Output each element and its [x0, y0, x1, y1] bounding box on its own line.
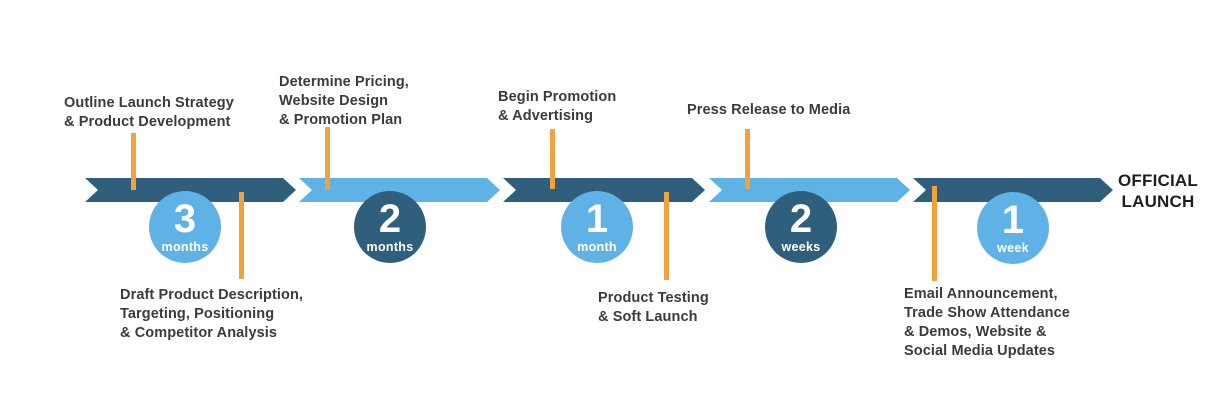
annotation-product-description: Draft Product Description, Targeting, Po… — [120, 287, 304, 341]
annotation-press-release: Press Release to Media — [687, 102, 851, 118]
annotation-email-announcement: Email Announcement, Trade Show Attendanc… — [904, 286, 1070, 359]
badge-unit: weeks — [781, 240, 821, 254]
annotation-promotion-advertising: Begin Promotion & Advertising — [498, 89, 617, 124]
milestone-tick-top-3 — [550, 129, 555, 189]
badge-value: 1 — [1001, 198, 1025, 242]
badge-value: 3 — [173, 197, 197, 241]
timeline-segment-2 — [299, 178, 500, 202]
annotation-product-testing: Product Testing & Soft Launch — [598, 290, 709, 325]
milestone-tick-bottom-1 — [239, 192, 244, 279]
badge-value: 2 — [789, 197, 813, 241]
milestone-tick-bottom-3 — [932, 186, 937, 281]
badge-1-week: 1 week — [977, 192, 1049, 264]
annotation-launch-strategy: Outline Launch Strategy & Product Develo… — [64, 95, 234, 130]
milestone-tick-top-1 — [131, 133, 136, 190]
timeline-segment-5 — [913, 178, 1113, 202]
badge-unit: months — [161, 240, 209, 254]
badge-unit: month — [577, 240, 617, 254]
badge-value: 1 — [585, 197, 609, 241]
badge-2-months: 2 months — [354, 191, 426, 263]
official-launch-label: OFFICIAL LAUNCH — [1118, 171, 1198, 211]
milestone-tick-top-4 — [745, 129, 750, 189]
timeline-segment-4 — [709, 178, 910, 202]
milestone-tick-top-2 — [325, 127, 330, 190]
badge-unit: months — [366, 240, 414, 254]
badge-unit: week — [997, 241, 1029, 255]
badge-3-months: 3 months — [149, 191, 221, 263]
badge-1-month: 1 month — [561, 191, 633, 263]
badge-value: 2 — [378, 197, 402, 241]
milestone-tick-bottom-2 — [664, 192, 669, 280]
badge-2-weeks: 2 weeks — [765, 191, 837, 263]
annotation-pricing-design: Determine Pricing, Website Design & Prom… — [279, 74, 409, 128]
